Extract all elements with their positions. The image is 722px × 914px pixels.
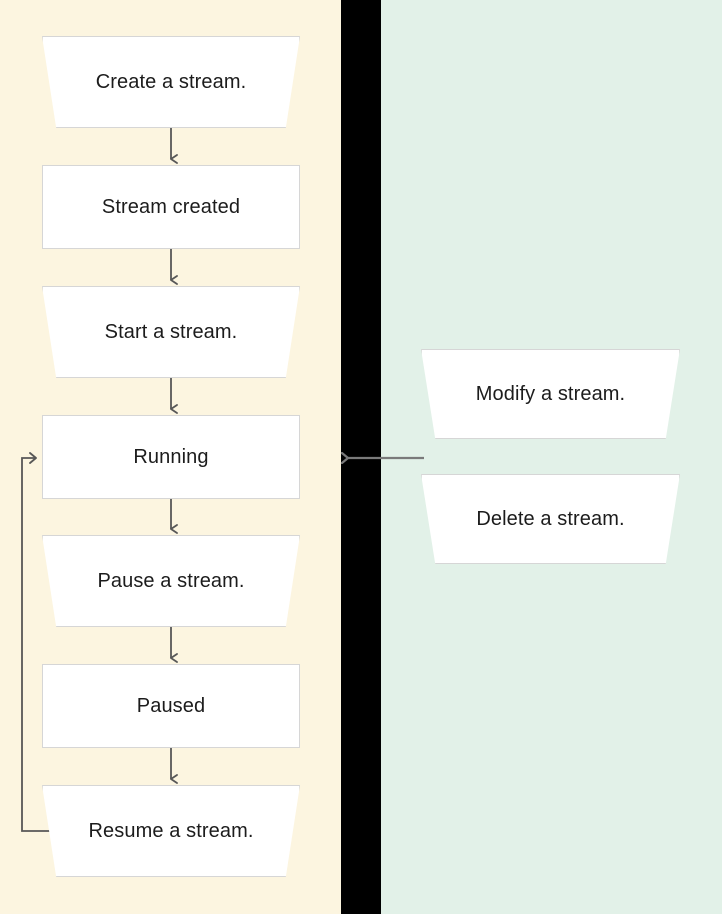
- node-label: Create a stream.: [95, 71, 247, 93]
- node-label: Start a stream.: [104, 321, 238, 343]
- node-label: Delete a stream.: [476, 508, 625, 530]
- node-pause-a-stream[interactable]: Pause a stream.: [42, 535, 300, 627]
- node-label: Running: [133, 446, 209, 468]
- node-start-a-stream[interactable]: Start a stream.: [42, 286, 300, 378]
- lane-right: [381, 0, 722, 914]
- node-stream-created[interactable]: Stream created: [42, 165, 300, 249]
- node-create-a-stream[interactable]: Create a stream.: [42, 36, 300, 128]
- node-paused[interactable]: Paused: [42, 664, 300, 748]
- node-label: Stream created: [101, 196, 241, 218]
- node-delete-a-stream[interactable]: Delete a stream.: [421, 474, 680, 564]
- node-label: Pause a stream.: [97, 570, 245, 592]
- lane-divider: [341, 0, 381, 914]
- node-resume-a-stream[interactable]: Resume a stream.: [42, 785, 300, 877]
- node-label: Modify a stream.: [475, 383, 626, 405]
- node-running[interactable]: Running: [42, 415, 300, 499]
- node-label: Resume a stream.: [88, 820, 254, 842]
- node-modify-a-stream[interactable]: Modify a stream.: [421, 349, 680, 439]
- node-label: Paused: [136, 695, 206, 717]
